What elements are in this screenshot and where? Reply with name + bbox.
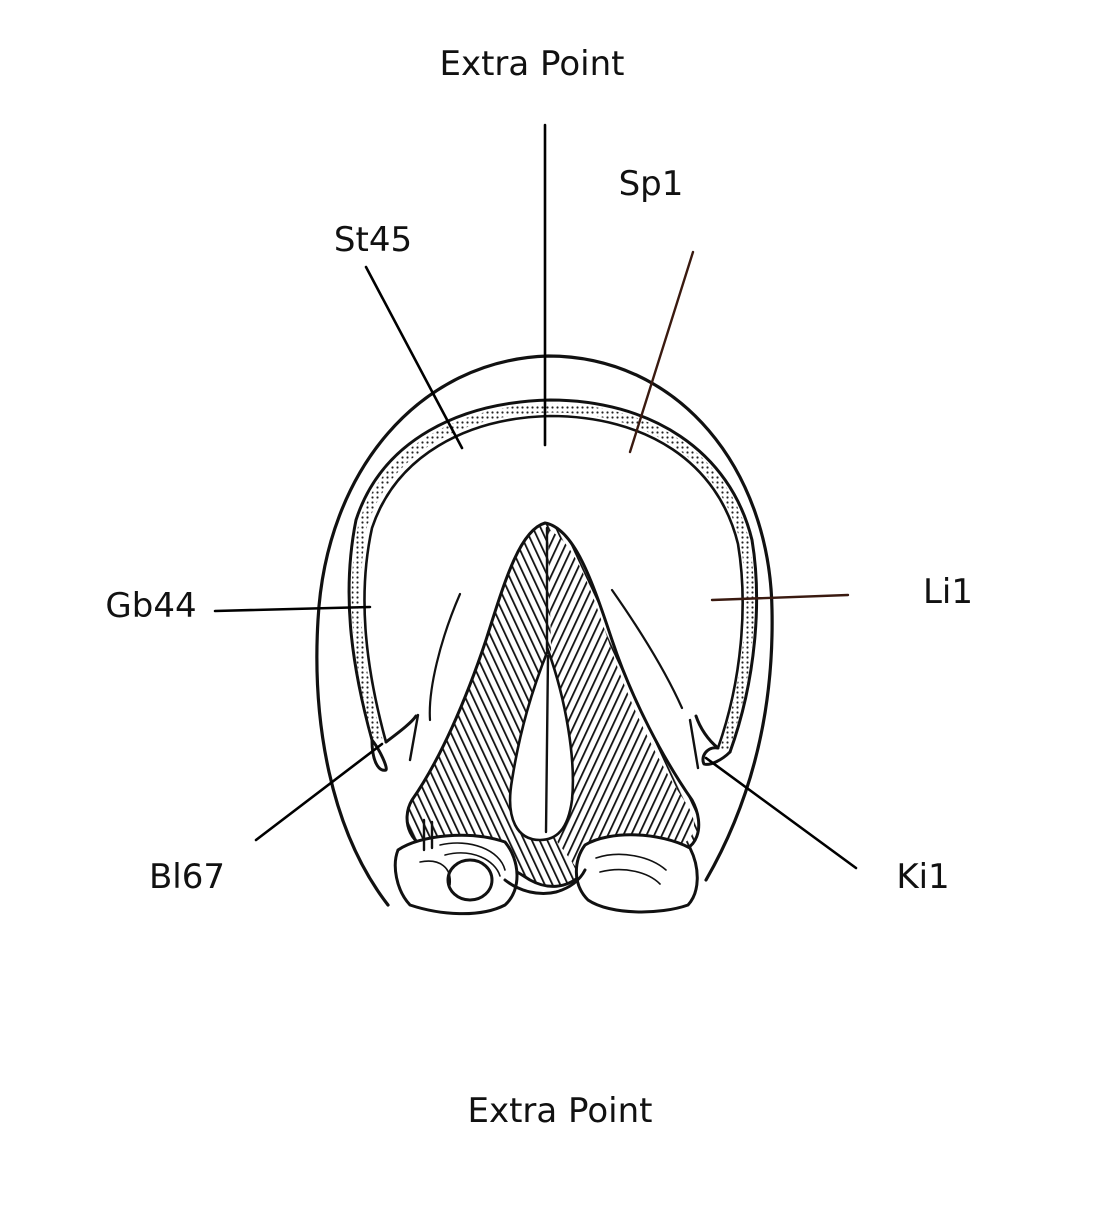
central-sulcus [508, 646, 575, 842]
leader-gb44 [213, 605, 372, 613]
white-line-outer [347, 398, 759, 754]
point-labels: Extra Point Sp1 St45 Gb44 Li1 Bl67 Ki1 E… [105, 44, 973, 1131]
heel-left [370, 714, 418, 772]
label-extra-point-bottom: Extra Point [468, 1091, 653, 1131]
bar-left [408, 713, 434, 852]
sole-curve-right [610, 588, 684, 710]
heel-bulb-right [574, 833, 699, 914]
bulb-cleft [503, 868, 587, 895]
heel-bulb-left-lines [419, 842, 506, 886]
white-line-band [351, 403, 755, 752]
label-ki1: Ki1 [896, 857, 949, 897]
frog-right-half [548, 530, 694, 870]
heel-bulb-left-ring [446, 858, 494, 902]
leader-lines [213, 123, 858, 870]
leader-st45 [364, 265, 464, 450]
leader-li1 [710, 593, 850, 602]
central-ridge [544, 526, 550, 834]
leader-sp1 [628, 250, 695, 454]
label-sp1: Sp1 [619, 164, 684, 204]
heel-right [694, 714, 732, 766]
label-extra-point-top: Extra Point [440, 44, 625, 84]
leader-ki1 [704, 756, 858, 870]
bar-right [688, 718, 700, 770]
hoof-outer-wall [315, 354, 774, 907]
label-li1: Li1 [923, 572, 973, 612]
hoof-illustration [315, 354, 774, 916]
label-bl67: Bl67 [149, 857, 225, 897]
label-st45: St45 [334, 220, 412, 260]
leader-bl67 [254, 742, 384, 842]
sole-curve-left [428, 592, 462, 722]
heel-bulb-right-lines [595, 853, 667, 885]
white-line-inner [363, 414, 744, 750]
label-gb44: Gb44 [105, 586, 196, 626]
